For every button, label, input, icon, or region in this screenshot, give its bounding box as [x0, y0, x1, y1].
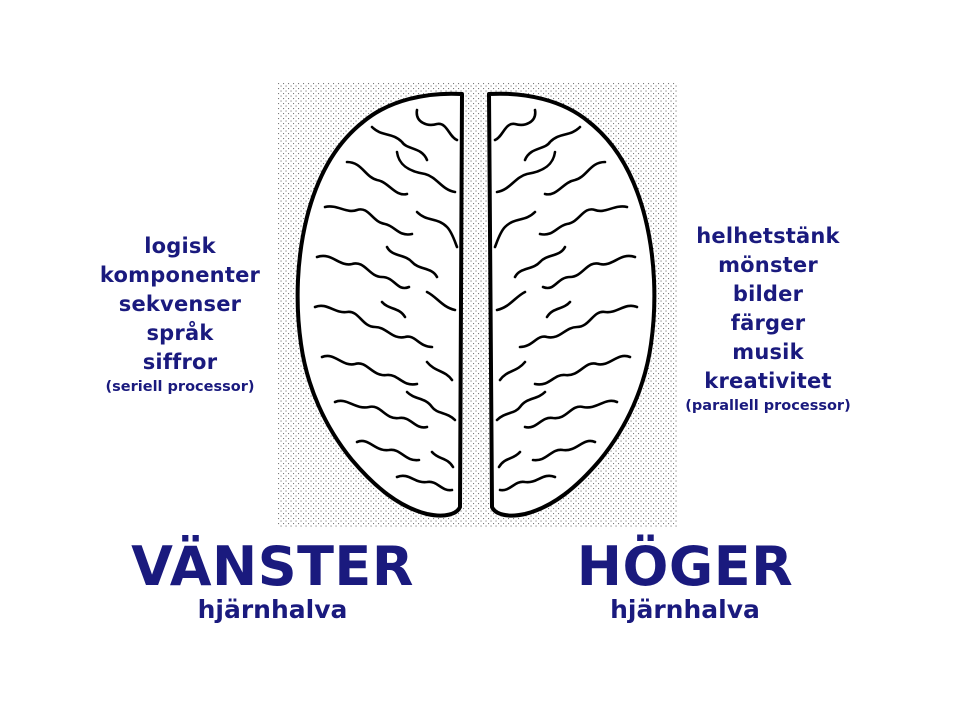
right-hemisphere-functions: helhetstänk mönster bilder färger musik … [648, 222, 888, 416]
brain-illustration [277, 82, 677, 527]
left-hemisphere-title: VÄNSTER hjärnhalva [100, 538, 445, 624]
left-function-item: språk [146, 321, 214, 345]
left-function-item: siffror [142, 350, 218, 374]
right-function-item: mönster [718, 253, 818, 277]
left-function-item: komponenter [99, 263, 261, 287]
right-processor-note: (parallell processor) [685, 398, 851, 414]
right-hemisphere-title: HÖGER hjärnhalva [545, 538, 825, 624]
right-function-item: bilder [732, 282, 804, 306]
left-title-text: VÄNSTER [131, 535, 414, 598]
right-function-item: kreativitet [704, 369, 832, 393]
right-title-text: HÖGER [576, 535, 794, 598]
left-hemisphere-functions: logisk komponenter sekvenser språk siffr… [70, 232, 290, 397]
right-function-item: färger [730, 311, 806, 335]
left-hemisphere-shape [295, 91, 464, 518]
right-hemisphere-shape [487, 91, 657, 518]
left-function-item: sekvenser [118, 292, 242, 316]
left-function-item: logisk [144, 234, 216, 258]
right-function-item: helhetstänk [696, 224, 840, 248]
right-subtitle-text: hjärnhalva [610, 595, 760, 624]
left-subtitle-text: hjärnhalva [197, 595, 348, 624]
right-function-item: musik [732, 340, 804, 364]
left-processor-note: (seriell processor) [105, 379, 255, 395]
